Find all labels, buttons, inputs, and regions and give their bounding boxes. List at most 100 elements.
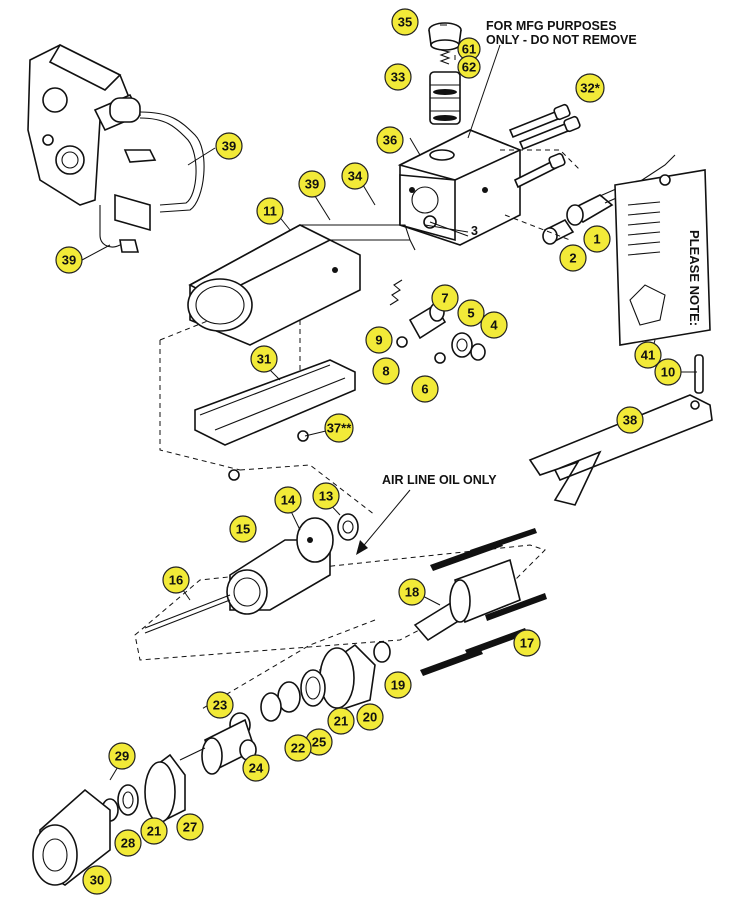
- svg-text:2: 2: [569, 251, 576, 266]
- svg-text:41: 41: [641, 348, 655, 363]
- hex-wrench-drawing: [528, 394, 713, 506]
- gear-train-drawing: [32, 619, 391, 886]
- callout-8: 8: [372, 357, 400, 385]
- svg-text:21: 21: [334, 714, 348, 729]
- svg-text:17: 17: [520, 636, 534, 651]
- svg-text:8: 8: [382, 364, 389, 379]
- callout-34: 34: [341, 162, 369, 190]
- svg-text:6: 6: [421, 382, 428, 397]
- svg-text:11: 11: [263, 204, 277, 219]
- callout-28: 28: [114, 829, 142, 857]
- callout-9: 9: [365, 326, 393, 354]
- callout-4: 4: [480, 311, 508, 339]
- callout-33: 33: [384, 63, 412, 91]
- callout-18: 18: [398, 578, 426, 606]
- callout-14: 14: [274, 486, 302, 514]
- callout-31: 31: [250, 345, 278, 373]
- callout-61: 61: [457, 37, 481, 61]
- callout-32: 32*: [575, 73, 605, 103]
- callout-29: 29: [108, 742, 136, 770]
- callout-10: 10: [654, 358, 682, 386]
- callout-19: 19: [384, 671, 412, 699]
- svg-text:27: 27: [183, 820, 197, 835]
- callout-2: 2: [559, 244, 587, 272]
- svg-text:39: 39: [305, 177, 319, 192]
- svg-text:32*: 32*: [580, 81, 600, 96]
- fittings-drawing: [504, 154, 676, 245]
- svg-text:16: 16: [169, 573, 183, 588]
- callout-7: 7: [431, 284, 459, 312]
- svg-text:39: 39: [222, 139, 236, 154]
- callout-24: 24: [242, 754, 270, 782]
- callout-17: 17: [513, 629, 541, 657]
- callout-21-lower: 21: [140, 817, 168, 845]
- callout-35: 35: [391, 8, 419, 36]
- tag-title: PLEASE NOTE:: [687, 230, 702, 326]
- svg-text:13: 13: [319, 489, 333, 504]
- callout-1: 1: [583, 225, 611, 253]
- callout-62: 62: [457, 55, 481, 79]
- callout-16: 16: [162, 566, 190, 594]
- callout-20: 20: [356, 703, 384, 731]
- tray-drawing: [194, 359, 376, 516]
- svg-text:22: 22: [291, 741, 305, 756]
- svg-text:20: 20: [363, 710, 377, 725]
- svg-text:10: 10: [661, 365, 675, 380]
- instruction-tag-drawing: PLEASE NOTE:: [614, 169, 711, 394]
- svg-text:1: 1: [593, 232, 600, 247]
- svg-text:35: 35: [398, 15, 412, 30]
- svg-text:29: 29: [115, 749, 129, 764]
- callout-30: 30: [82, 865, 112, 895]
- mfg-note-line1: FOR MFG PURPOSES: [486, 19, 617, 33]
- callout-41: 41: [634, 341, 662, 369]
- svg-text:37**: 37**: [327, 421, 353, 436]
- svg-text:14: 14: [281, 493, 296, 508]
- mfg-note-line2: ONLY - DO NOT REMOVE: [486, 33, 637, 47]
- svg-text:4: 4: [490, 318, 498, 333]
- svg-text:24: 24: [249, 761, 264, 776]
- svg-text:18: 18: [405, 585, 419, 600]
- label-3: 3: [471, 224, 478, 238]
- svg-text:34: 34: [348, 169, 363, 184]
- callout-25: 25: [305, 728, 333, 756]
- svg-text:38: 38: [623, 413, 637, 428]
- callout-15: 15: [229, 515, 257, 543]
- callout-39-left: 39: [55, 246, 83, 274]
- valve-body-drawing: [397, 129, 523, 246]
- small-parts-drawing: [389, 279, 486, 364]
- callout-22: 22: [284, 734, 312, 762]
- svg-text:33: 33: [391, 70, 405, 85]
- bolts-drawing: [500, 103, 581, 189]
- callout-38: 38: [616, 406, 644, 434]
- svg-text:5: 5: [467, 306, 474, 321]
- rotor-drawing: [413, 528, 547, 676]
- callout-37: 37**: [324, 413, 354, 443]
- svg-text:21: 21: [147, 824, 161, 839]
- callout-39-top: 39: [215, 132, 243, 160]
- callout-11: 11: [256, 197, 284, 225]
- callout-6: 6: [411, 375, 439, 403]
- svg-text:9: 9: [375, 333, 382, 348]
- svg-text:31: 31: [257, 352, 271, 367]
- svg-text:30: 30: [90, 873, 104, 888]
- callout-39-mid: 39: [298, 170, 326, 198]
- svg-text:7: 7: [441, 291, 448, 306]
- callout-36: 36: [376, 126, 404, 154]
- valve-stack-drawing: [428, 22, 462, 125]
- callout-13: 13: [312, 482, 340, 510]
- svg-text:39: 39: [62, 253, 76, 268]
- svg-text:61: 61: [462, 42, 476, 57]
- housing-drawing: [27, 43, 205, 253]
- svg-text:19: 19: [391, 678, 405, 693]
- callout-21-upper: 21: [327, 707, 355, 735]
- svg-text:25: 25: [312, 735, 326, 750]
- cylinder-drawing: [134, 513, 546, 661]
- svg-text:62: 62: [462, 60, 476, 75]
- svg-text:28: 28: [121, 836, 135, 851]
- svg-text:23: 23: [213, 698, 227, 713]
- callout-27: 27: [176, 813, 204, 841]
- callout-23: 23: [206, 691, 234, 719]
- svg-text:36: 36: [383, 133, 397, 148]
- callout-5: 5: [457, 299, 485, 327]
